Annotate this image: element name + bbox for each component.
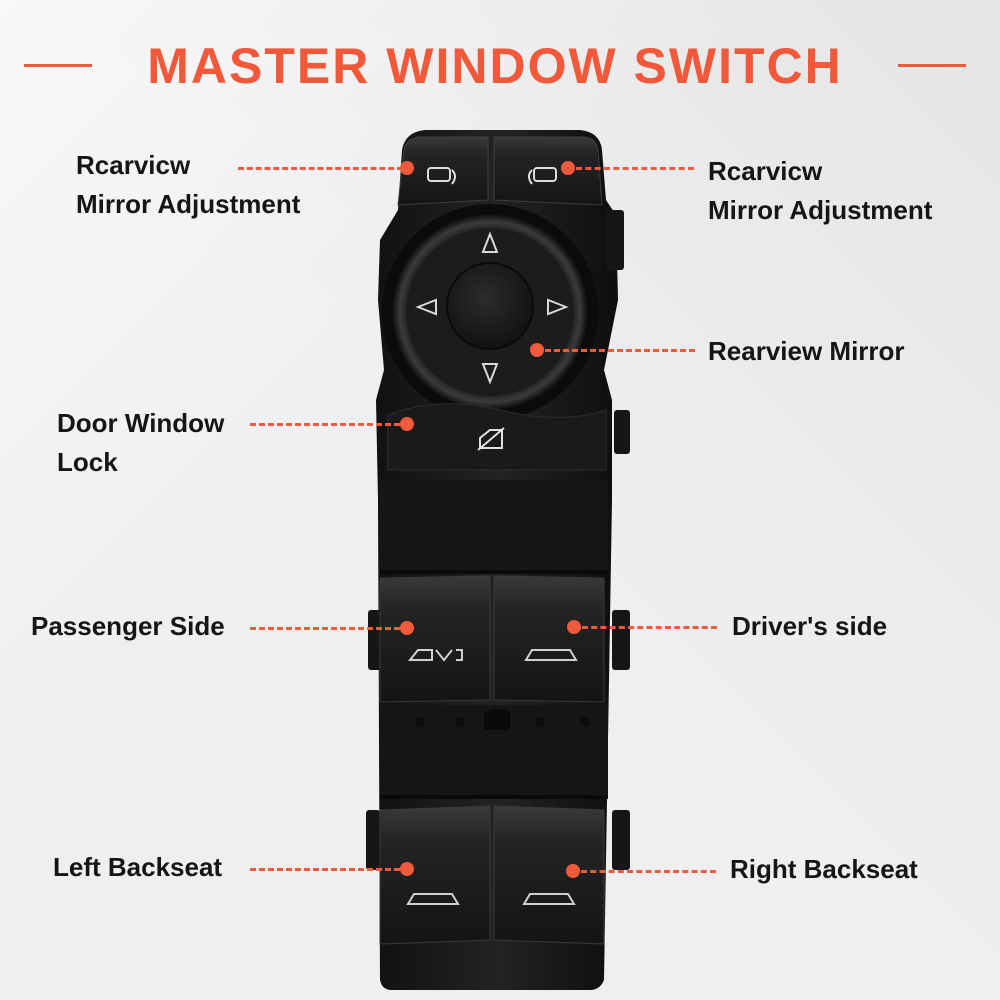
callout-line: Rearview Mirror bbox=[708, 336, 905, 366]
callout-line: Driver's side bbox=[732, 611, 888, 641]
callout-dot bbox=[400, 417, 414, 431]
callout-line: Right Backseat bbox=[730, 854, 918, 884]
leader-line bbox=[250, 868, 400, 871]
callout-right-backseat: Right Backseat bbox=[730, 850, 918, 889]
direction-arrow-icon bbox=[415, 231, 569, 385]
page-title: MASTER WINDOW SWITCH bbox=[147, 38, 843, 94]
callout-dot bbox=[530, 343, 544, 357]
callout-rearview-mirror: Rearview Mirror bbox=[708, 332, 905, 371]
mirror-fold-icon bbox=[427, 167, 456, 185]
callout-dot bbox=[566, 864, 580, 878]
callout-mirror-adjustment-left: Rcarvicw Mirror Adjustment bbox=[76, 146, 300, 224]
callout-left-backseat: Left Backseat bbox=[53, 848, 222, 887]
passenger-window-switch[interactable] bbox=[379, 575, 491, 703]
callout-line: Lock bbox=[57, 447, 118, 477]
callout-line: Passenger Side bbox=[31, 611, 225, 641]
title-rule-left bbox=[24, 64, 92, 67]
callout-dot bbox=[400, 862, 414, 876]
door-window-lock-button[interactable] bbox=[378, 372, 612, 480]
window-switch-icon bbox=[522, 893, 576, 905]
driver-window-switch[interactable] bbox=[493, 575, 605, 703]
leader-line bbox=[250, 627, 400, 630]
callout-dot bbox=[400, 621, 414, 635]
leader-line bbox=[238, 167, 403, 170]
callout-passenger-side: Passenger Side bbox=[31, 607, 225, 646]
window-switch-icon bbox=[524, 649, 578, 661]
title-banner: MASTER WINDOW SWITCH bbox=[0, 30, 1000, 100]
mirror-fold-button-right[interactable] bbox=[493, 136, 603, 206]
window-switch-icon bbox=[406, 893, 460, 905]
callout-line: Rcarvicw bbox=[76, 150, 191, 180]
callout-line: Mirror Adjustment bbox=[708, 195, 933, 225]
leader-line bbox=[250, 423, 400, 426]
left-backseat-window-switch[interactable] bbox=[379, 805, 491, 945]
window-switch-icon bbox=[407, 649, 463, 662]
callout-drivers-side: Driver's side bbox=[732, 607, 887, 646]
callout-line: Left Backseat bbox=[53, 852, 223, 882]
callout-dot bbox=[561, 161, 575, 175]
leader-line bbox=[576, 167, 694, 170]
callout-mirror-adjustment-right: Rcarvicw Mirror Adjustment bbox=[708, 152, 932, 230]
callout-door-window-lock: Door Window Lock bbox=[57, 404, 224, 482]
mirror-fold-icon bbox=[528, 167, 557, 185]
callout-line: Rcarvicw bbox=[708, 156, 823, 186]
right-backseat-window-switch[interactable] bbox=[493, 805, 605, 945]
leader-line bbox=[581, 870, 716, 873]
callout-dot bbox=[400, 161, 414, 175]
callout-line: Mirror Adjustment bbox=[76, 189, 301, 219]
window-lock-icon bbox=[477, 427, 505, 451]
mirror-fold-button-left[interactable] bbox=[397, 136, 489, 206]
leader-line bbox=[545, 349, 695, 352]
callout-dot bbox=[567, 620, 581, 634]
title-rule-right bbox=[898, 64, 966, 67]
callout-line: Door Window bbox=[57, 408, 225, 438]
leader-line bbox=[582, 626, 717, 629]
